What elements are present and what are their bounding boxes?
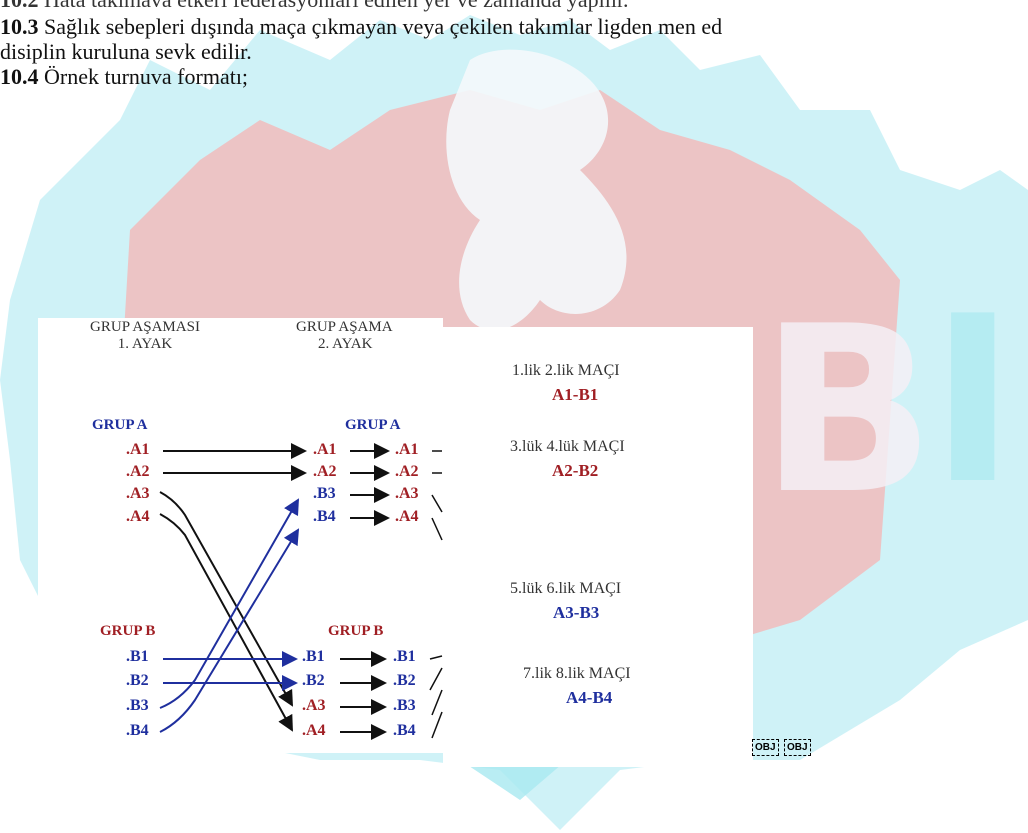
slot-far-a3: .A3 <box>395 485 419 502</box>
doc-line-continuation: disiplin kuruluna sevk edilir. <box>0 39 252 65</box>
arrow-a4 <box>159 513 293 732</box>
slot-mid-b2: .B2 <box>302 672 325 689</box>
clause-text: disiplin kuruluna sevk edilir. <box>0 39 252 64</box>
slot-left-b4: .B4 <box>126 722 149 739</box>
watermark-letter-i: I <box>930 268 1016 535</box>
slot-far-b2: .B2 <box>393 672 416 689</box>
match-3-pair: A3-B3 <box>553 603 600 622</box>
group-a-label-left: GRUP A <box>92 417 148 433</box>
match-2-pair: A2-B2 <box>552 461 599 480</box>
arrow-b4 <box>159 528 300 733</box>
slot-far-a1: .A1 <box>395 441 419 458</box>
diagram-right-panel <box>443 327 753 767</box>
slot-mid-a4: .A4 <box>302 722 326 739</box>
stub-a4 <box>431 517 443 541</box>
stub-b1 <box>429 655 443 660</box>
match-3-label: 5.lük 6.lik MAÇI <box>510 580 622 597</box>
doc-line-10-3: 10.3 Sağlık sebepleri dışında maça çıkma… <box>0 14 722 40</box>
slot-left-a2: .A2 <box>126 463 150 480</box>
header-leg-2: GRUP AŞAMA 2. AYAK <box>296 319 446 353</box>
slot-far-a4: .A4 <box>395 508 419 525</box>
slot-left-a1: .A1 <box>126 441 150 458</box>
header-leg-2-sub: 2. AYAK <box>318 336 373 352</box>
match-4-label: 7.lik 8.lik MAÇI <box>523 665 631 682</box>
group-b-label-right: GRUP B <box>328 623 384 639</box>
group-a-label-right: GRUP A <box>345 417 401 433</box>
slot-mid-a2: .A2 <box>313 463 337 480</box>
slot-left-a4: .A4 <box>126 508 150 525</box>
stub-b4 <box>431 711 443 739</box>
slot-far-b1: .B1 <box>393 648 416 665</box>
slot-far-a2: .A2 <box>395 463 419 480</box>
slot-mid-a3: .A3 <box>302 697 326 714</box>
header-leg-1-sub: 1. AYAK <box>117 336 173 352</box>
slot-mid-a1: .A1 <box>313 441 337 458</box>
slot-left-a3: .A3 <box>126 485 150 502</box>
header-leg-1: GRUP AŞAMASI 1. AYAK <box>60 319 230 353</box>
clause-text: Sağlık sebepleri dışında maça çıkmayan v… <box>38 14 723 39</box>
clause-number: 10.3 <box>0 14 39 39</box>
slot-far-b4: .B4 <box>393 722 416 739</box>
stub-b2 <box>429 667 443 691</box>
doc-line-10-2: 10.2 Hata takımava etkeri federasyonları… <box>0 0 629 13</box>
match-2-label: 3.lük 4.lük MAÇI <box>510 438 625 455</box>
match-1-pair: A1-B1 <box>552 385 599 404</box>
header-leg-2-title: GRUP AŞAMA <box>296 319 393 335</box>
slot-left-b3: .B3 <box>126 697 149 714</box>
clause-text: Hata takımava etkeri federasyonları edil… <box>39 0 629 12</box>
watermark-letter-b: B <box>760 278 935 545</box>
slot-mid-b3: .B3 <box>313 485 336 502</box>
arrow-b3 <box>159 498 299 709</box>
slot-left-b2: .B2 <box>126 672 149 689</box>
slot-mid-b4: .B4 <box>313 508 336 525</box>
doc-line-10-4: 10.4 Örnek turnuva formatı; <box>0 64 248 90</box>
object-placeholder-1[interactable]: OBJ <box>752 739 779 756</box>
slot-far-b3: .B3 <box>393 697 416 714</box>
arrow-a3 <box>159 491 293 707</box>
clause-text: Örnek turnuva formatı; <box>38 64 249 89</box>
clause-number: 10.4 <box>0 64 39 89</box>
object-placeholder-2[interactable]: OBJ <box>784 739 811 756</box>
header-leg-1-title: GRUP AŞAMASI <box>90 319 200 335</box>
match-4-pair: A4-B4 <box>566 688 613 707</box>
clause-number: 10.2 <box>0 0 39 12</box>
slot-mid-b1: .B1 <box>302 648 325 665</box>
match-1-label: 1.lik 2.lik MAÇI <box>512 362 620 379</box>
stub-a3 <box>431 494 443 513</box>
slot-left-b1: .B1 <box>126 648 149 665</box>
watermark-runner-icon <box>446 49 627 331</box>
group-b-label-left: GRUP B <box>100 623 156 639</box>
stub-b3 <box>431 689 443 716</box>
